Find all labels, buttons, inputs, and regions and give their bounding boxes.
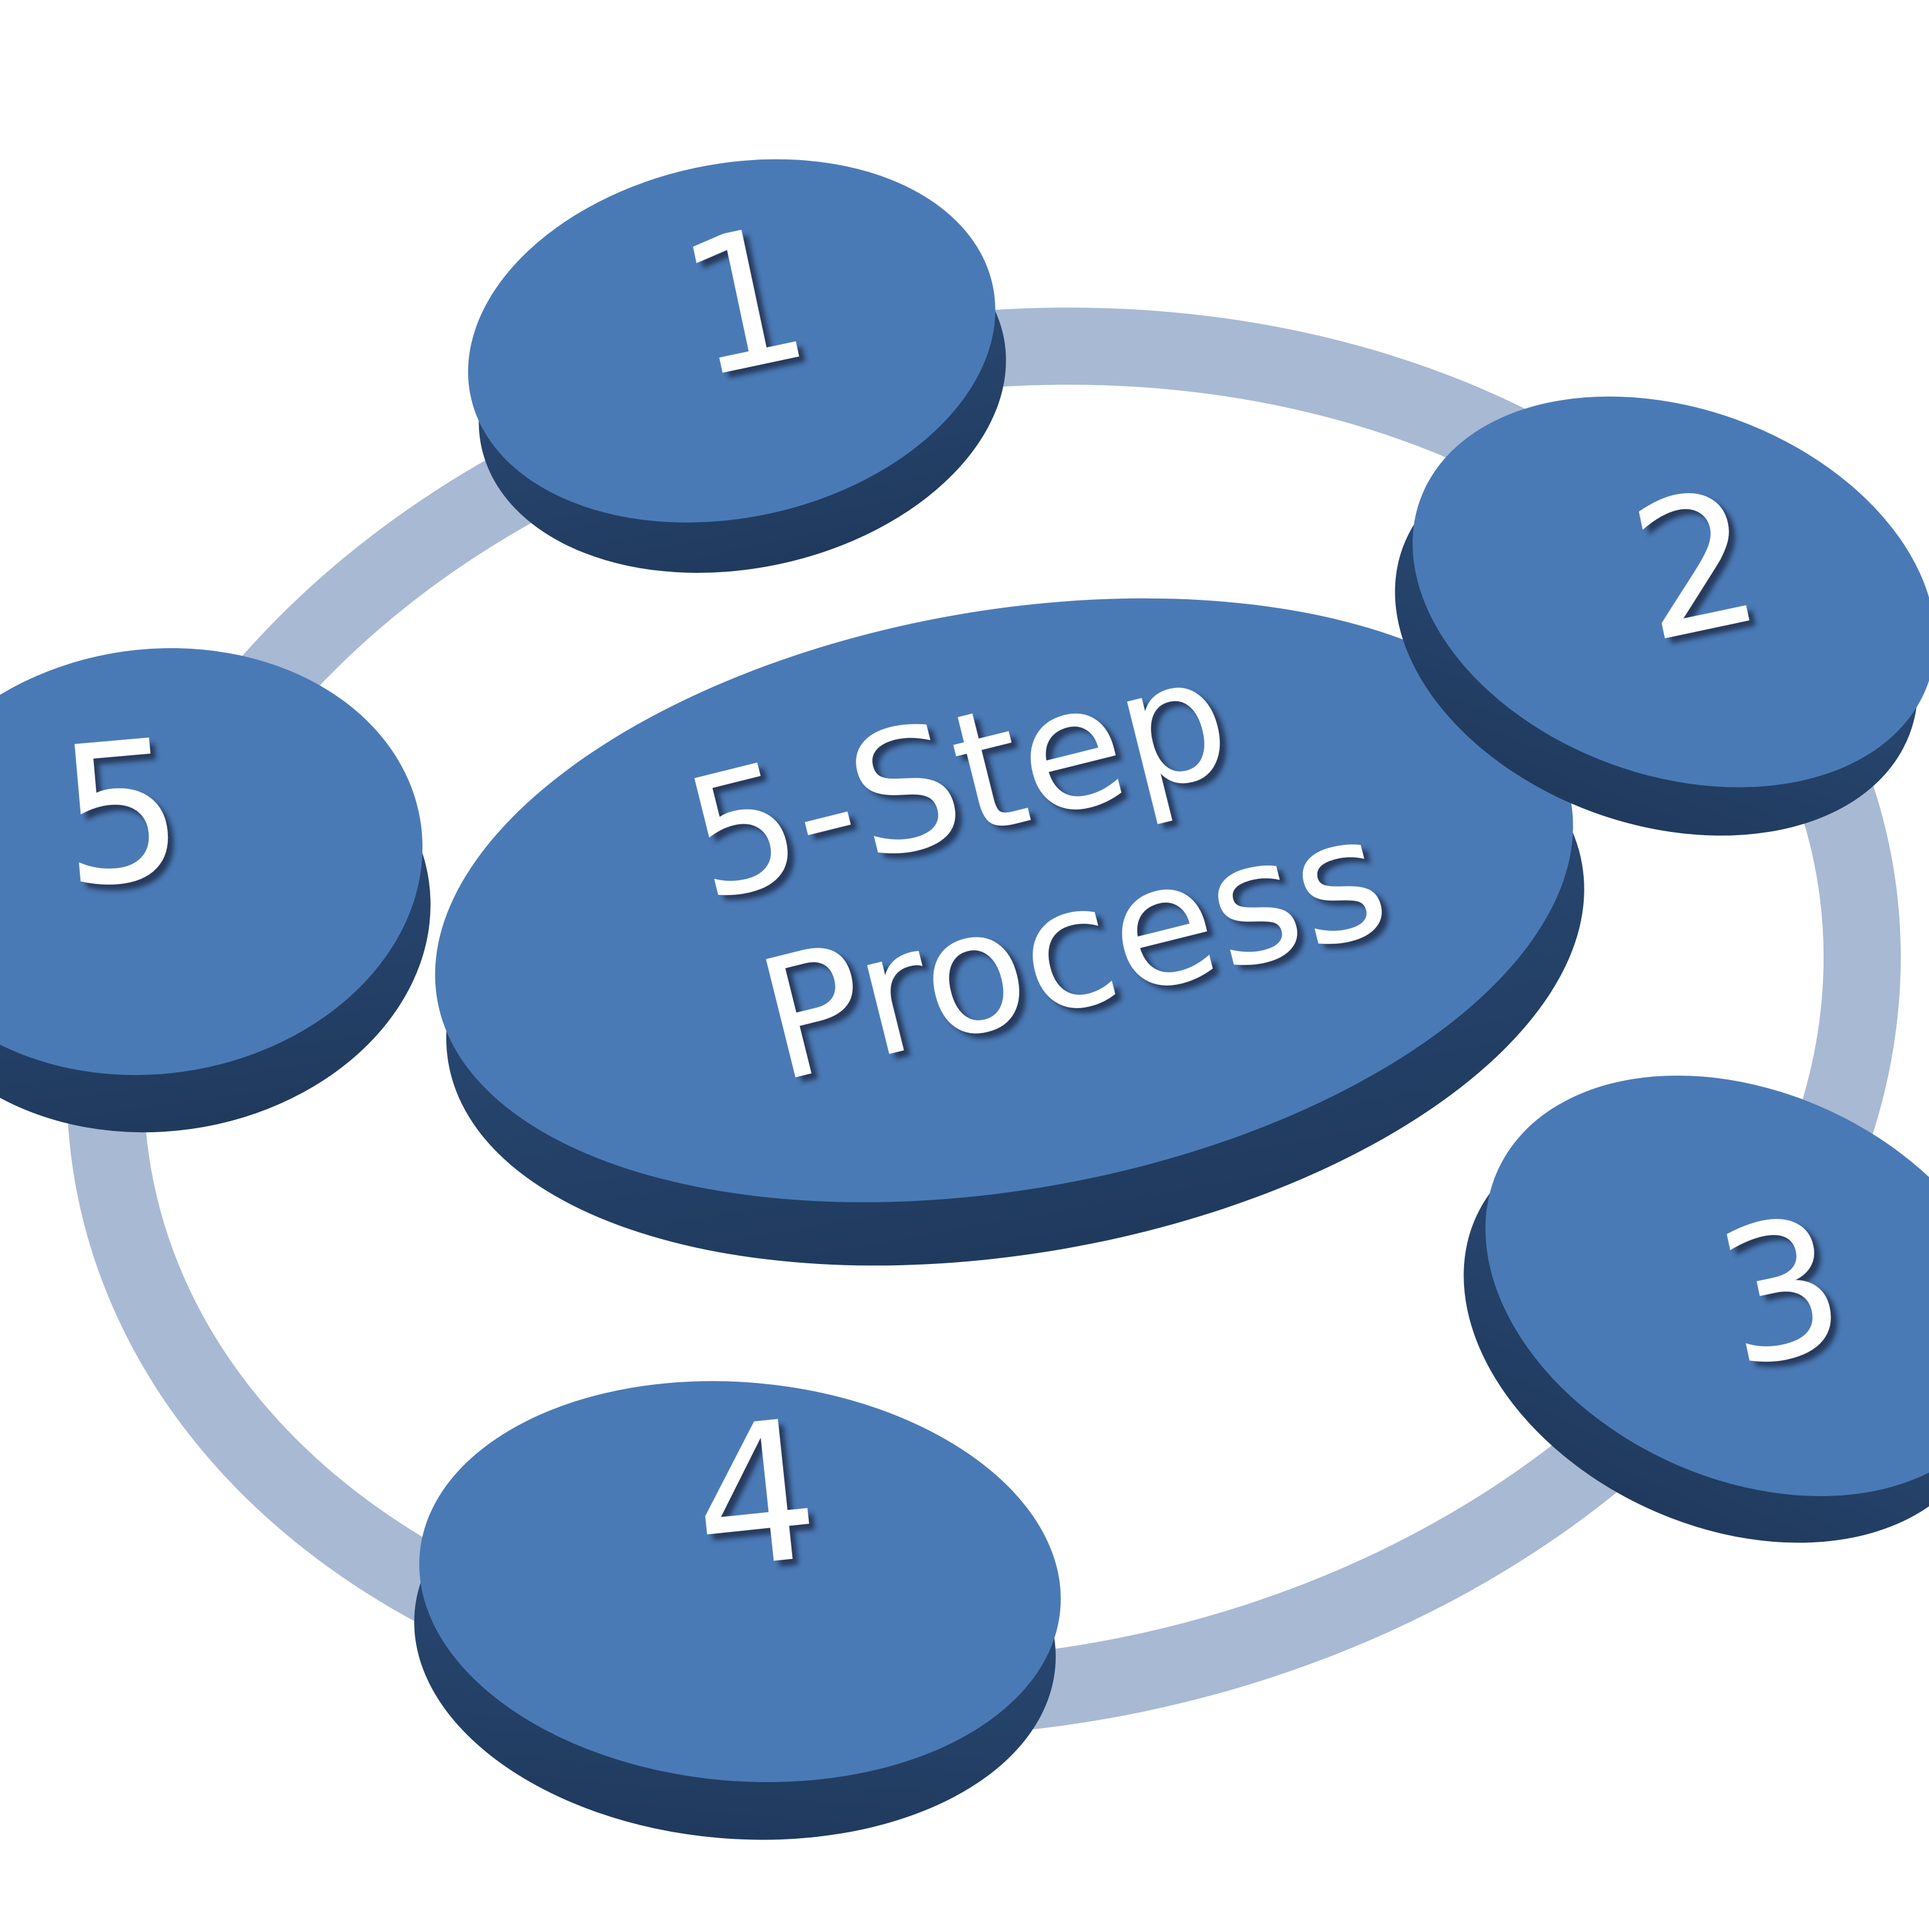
step-3-disc-top xyxy=(1485,1075,1929,1497)
step-1-disc xyxy=(467,159,1006,573)
step-5-disc-top xyxy=(0,648,423,1076)
step-2-disc xyxy=(1395,396,1929,836)
step-5-disc xyxy=(0,648,431,1133)
step-3-disc xyxy=(1463,1075,1929,1543)
center-disc xyxy=(435,598,1584,1266)
step-4-disc xyxy=(414,1381,1061,1840)
step-2-disc-top xyxy=(1412,396,1929,788)
center-disc-top xyxy=(435,598,1573,1202)
step-1-disc-top xyxy=(467,159,995,523)
step-4-disc-top xyxy=(419,1381,1061,1782)
step-5-label: 5 xyxy=(51,697,193,931)
step-4-label: 4 xyxy=(682,1378,828,1614)
